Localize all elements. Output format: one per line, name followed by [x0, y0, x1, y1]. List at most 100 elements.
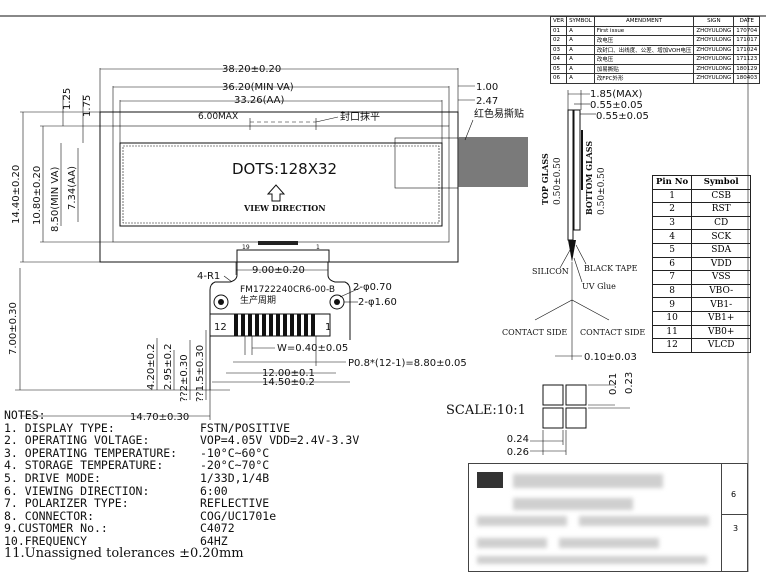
dim-021: 0.21 [608, 373, 619, 395]
panel-outline [99, 111, 459, 263]
contact-side-right: CONTACT SIDE [580, 328, 645, 337]
dim-1-25: 1.25 [62, 88, 73, 110]
dim-1-75: 1.75 [82, 95, 93, 117]
list-item: 3. OPERATING TEMPERATURE:-10°C~60°C [4, 445, 270, 460]
bottom-glass-dim: 0.50±0.50 [597, 167, 607, 215]
rev-header-date: DATE [733, 16, 761, 27]
contact-leader [534, 299, 610, 321]
easy-tear-label: 红色易撕贴 [474, 107, 524, 120]
black-tape-label: BLACK TAPE [584, 264, 638, 273]
seal-label: 封口抹平 [340, 110, 380, 123]
title-block-cell-3: 3 [733, 524, 739, 533]
left-hole [213, 294, 229, 310]
notes-last-item: 11.Unassigned tolerances ±0.20mm [4, 545, 244, 561]
pixel-3 [542, 407, 564, 429]
fpc-pin-12-label: 12 [214, 322, 227, 333]
top-glass [567, 109, 574, 241]
pixel-1 [542, 384, 564, 406]
view-direction-label: VIEW DIRECTION [243, 203, 326, 213]
notes-block: NOTES: 1. DISPLAY TYPE:FSTN/POSITIVE 2. … [4, 409, 444, 560]
uv-glue-label: UV Glue [582, 282, 616, 291]
silicon-label: SILICON [532, 267, 569, 276]
fpc-fingers [234, 314, 315, 336]
top-glass-dim: 0.50±0.50 [553, 157, 563, 205]
dim-w: W=0.40±0.05 [277, 343, 348, 354]
dim-va-height: 10.80±0.20 [32, 166, 43, 225]
pixel-4 [565, 407, 587, 429]
fpc-outline [209, 262, 351, 390]
rev-header-amendment: AMENDMENT [593, 16, 695, 27]
pixel-detail: SCALE:10:1 0.21 0.23 0.24 0.26 [446, 372, 635, 458]
pin-header-symbol: Symbol [691, 175, 752, 190]
dim-hole-160: 2-φ1.60 [358, 297, 397, 308]
list-item: 9.CUSTOMER No.:C4072 [4, 521, 235, 536]
dim-r1: 4-R1 [197, 271, 220, 282]
aa-inner [122, 145, 440, 224]
dim-aa-height: 7.34(AA) [67, 166, 78, 210]
list-item: 5. DRIVE MODE:1/33D,1/4B [4, 470, 270, 485]
fpc-part-label: FM1722240CR6-00-B [240, 285, 335, 295]
dim-1-85: 1.85(MAX) [590, 89, 642, 100]
scale-label: SCALE:10:1 [446, 403, 526, 418]
front-view: DOTS:128X32 VIEW DIRECTION 38.20±0.20 36… [8, 64, 528, 423]
silicon-drop [568, 240, 576, 262]
dim-height: 14.40±0.20 [11, 165, 22, 224]
pin-1-label: 1 [316, 244, 320, 251]
dim-outer-width: 38.20±0.20 [222, 64, 281, 75]
tape-strip [581, 130, 583, 190]
pixel-2 [565, 384, 587, 406]
dim-055a: 0.55±0.05 [590, 100, 643, 111]
side-view: 1.85(MAX) 0.55±0.05 0.55±0.05 TOP GLASS … [502, 89, 649, 363]
dim-hole-070: 2-φ0.70 [353, 282, 392, 293]
list-item: 8. CONNECTOR:COG/UC1701e [4, 508, 277, 523]
fpc-connector [236, 249, 330, 263]
dots-label: DOTS:128X32 [232, 160, 337, 178]
dim-9-00: 9.00±0.20 [252, 265, 305, 276]
dim-2-47: 2.47 [476, 96, 498, 107]
top-glass-label: TOP GLASS [540, 153, 550, 205]
dim-14-50: 14.50±0.2 [262, 377, 315, 388]
list-item: 6. VIEWING DIRECTION:6:00 [4, 483, 228, 498]
pin-19-label: 19 [242, 244, 250, 251]
title-block-cell-6: 6 [731, 490, 737, 499]
dim-2-95: 2.95±0.2 [163, 343, 174, 390]
dim-4-20: 4.20±0.2 [146, 343, 157, 390]
rev-header-ver: VER [549, 16, 568, 27]
dim-010: 0.10±0.03 [584, 352, 637, 363]
title-block: 6 3 [468, 463, 748, 572]
easy-tear-outline [394, 137, 459, 189]
dim-024: 0.24 [507, 434, 529, 445]
date-code-label: 生产周期 [240, 294, 276, 306]
dim-026: 0.26 [507, 447, 529, 458]
dim-min-va-height: 8.50(MIN VA) [50, 167, 61, 232]
easy-tear-tab [458, 137, 528, 187]
pin-header-no: Pin No [651, 175, 693, 190]
aa-outline [119, 142, 443, 227]
list-item: 7. POLARIZER TYPE:REFLECTIVE [4, 496, 270, 511]
dim-12-00: 12.00±0.1 [262, 368, 315, 379]
logo-mark [477, 472, 503, 488]
notes-title: NOTES: [4, 408, 46, 422]
rev-header-symbol: SYMBOL [566, 16, 595, 27]
fpc-pin-1-label: 1 [325, 322, 331, 333]
dim-7-00: 7.00±0.30 [8, 302, 19, 355]
